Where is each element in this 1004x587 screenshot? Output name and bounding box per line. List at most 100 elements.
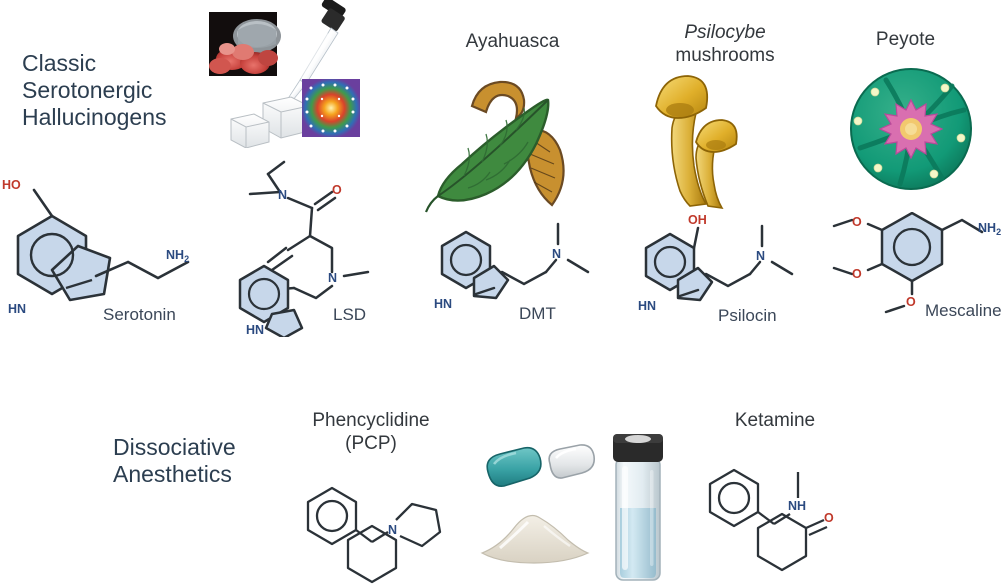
compound-label-mescaline: Mescaline — [925, 301, 1002, 320]
atom-label-methoxy-2: O — [852, 267, 862, 281]
source-heading-psilocybe-mushrooms: Psilocybe mushrooms — [640, 21, 810, 67]
atom-label-indole-nh: HN — [638, 299, 656, 313]
mescaline-benzene-ring — [880, 212, 944, 283]
bond-to-methoxy-1 — [866, 222, 884, 232]
white-powder-pile — [480, 515, 590, 564]
ketamine-phenyl-ring — [708, 468, 760, 528]
molecule-pcp: N — [306, 486, 442, 584]
capsule-half-white — [548, 444, 596, 479]
atom-label-carbonyl-oxygen: O — [332, 183, 342, 197]
ethylamine-chain — [94, 260, 190, 280]
atom-label-methoxy-3: O — [906, 295, 916, 309]
section-heading-classic-serotonergic-hallucinogens: Classic Serotonergic Hallucinogens — [22, 50, 167, 130]
atom-label-ring-nitrogen: N — [328, 271, 337, 285]
molecule-lsd: N O N HN — [238, 160, 370, 337]
quaternary-to-nh — [773, 513, 791, 525]
ethyl-chain — [500, 270, 548, 286]
molecule-ketamine: NH O — [708, 468, 834, 572]
lsd-pyrrole-ring — [264, 308, 304, 337]
methoxy-3-methyl — [884, 304, 906, 314]
pcp-piperidine-ring — [395, 502, 442, 548]
n-methyl-right — [566, 258, 590, 274]
compound-label-lsd: LSD — [333, 305, 367, 324]
psilocybe-common-name: mushrooms — [675, 45, 775, 66]
alpha-to-ring-n — [308, 234, 334, 274]
pyrrole-double-bond — [678, 288, 700, 298]
ethyl-1-bond — [266, 172, 282, 194]
capsule-half-teal — [486, 446, 542, 488]
atom-label-hydroxyl: HO — [2, 178, 21, 192]
compound-label-serotonin: Serotonin — [103, 305, 176, 324]
aromatic-circle — [315, 499, 349, 533]
compound-label-psilocin: Psilocin — [718, 306, 777, 325]
source-heading-ayahuasca: Ayahuasca — [465, 31, 560, 52]
pcp-full-name: Phencyclidine — [312, 410, 430, 431]
aromatic-circle — [449, 243, 483, 277]
lsd-artwork-group — [209, 0, 360, 148]
atom-label-amine-nitrogen: N — [756, 249, 765, 263]
molecule-mescaline: O O O NH2 — [832, 212, 1001, 314]
carbonyl-double-bond — [805, 518, 828, 537]
ayahuasca-leaf-and-vine — [424, 80, 565, 213]
blotter-paper-sheet — [302, 79, 360, 137]
carbonyl-double-bond — [313, 190, 337, 212]
atom-label-hydroxyl: OH — [688, 213, 707, 227]
ethylamine-chain — [940, 218, 984, 234]
aromatic-circle — [653, 245, 687, 279]
red-crystals-photo — [209, 12, 281, 76]
n-methyl — [342, 270, 370, 278]
ethyl-2-terminal — [248, 190, 282, 196]
bond-to-hydroxyl — [692, 226, 700, 250]
serotonin-pyrrole-ring — [50, 244, 112, 302]
psilocin-pyrrole-ring — [676, 266, 714, 302]
pcp-abbreviation: (PCP) — [345, 433, 397, 454]
atom-label-amine-nitrogen: N — [552, 247, 561, 261]
mushroom-cap-small — [695, 119, 738, 153]
psilocybe-genus-name: Psilocybe — [684, 22, 766, 43]
carbonyl-to-alpha — [308, 206, 314, 238]
n-methyl-right — [770, 260, 794, 276]
alpha-to-vinyl — [286, 234, 312, 252]
quaternary-to-n — [371, 531, 389, 543]
atom-label-primary-amine: NH2 — [978, 221, 1001, 237]
molecule-serotonin: HO HN NH2 — [2, 178, 190, 316]
methoxy-2-methyl — [832, 266, 854, 276]
areole-tufts — [853, 83, 966, 179]
dissociative-artwork-group — [480, 434, 663, 581]
atom-label-methoxy-1: O — [852, 215, 862, 229]
phenyl-to-quaternary — [757, 511, 775, 525]
chain-to-n — [748, 260, 762, 276]
atom-label-indole-nh: HN — [246, 323, 264, 337]
pcp-cyclohexyl-ring — [346, 524, 398, 584]
mushroom-stem-large — [670, 109, 708, 207]
pcp-phenyl-ring — [306, 486, 358, 546]
pyrrole-double-bond — [474, 286, 496, 296]
sugar-cubes — [230, 96, 310, 148]
source-heading-phencyclidine: Phencyclidine (PCP) — [288, 409, 454, 455]
vinyl-double-bond — [266, 246, 294, 272]
molecule-psilocin: OH HN N — [638, 213, 794, 313]
atom-label-amine-nh: NH — [788, 499, 806, 513]
ketamine-cyclohexanone-ring — [756, 512, 808, 572]
ethyl-chain — [704, 272, 752, 288]
aromatic-circle — [892, 227, 932, 267]
source-heading-peyote: Peyote — [875, 29, 936, 50]
aromatic-circle — [247, 277, 281, 311]
compound-label-dmt: DMT — [519, 304, 556, 323]
ring-d-lower — [292, 284, 334, 300]
section-heading-dissociative-anesthetics: Dissociative Anesthetics — [113, 434, 236, 487]
ethyl-1-terminal — [266, 160, 286, 176]
peyote-flower — [878, 98, 944, 160]
glass-vial — [613, 434, 663, 581]
molecule-dmt: HN N — [434, 222, 590, 311]
chain-to-n — [544, 258, 558, 274]
methoxy-1-methyl — [832, 218, 854, 228]
atom-label-piperidine-nitrogen: N — [388, 523, 397, 537]
atom-label-amide-nitrogen: N — [278, 188, 287, 202]
aromatic-circle — [29, 232, 75, 278]
peyote-cactus-button — [850, 68, 972, 190]
bond-to-methoxy-2 — [866, 262, 884, 272]
phenyl-to-quaternary — [355, 529, 373, 543]
source-heading-ketamine: Ketamine — [734, 410, 816, 431]
aromatic-circle — [717, 481, 751, 515]
